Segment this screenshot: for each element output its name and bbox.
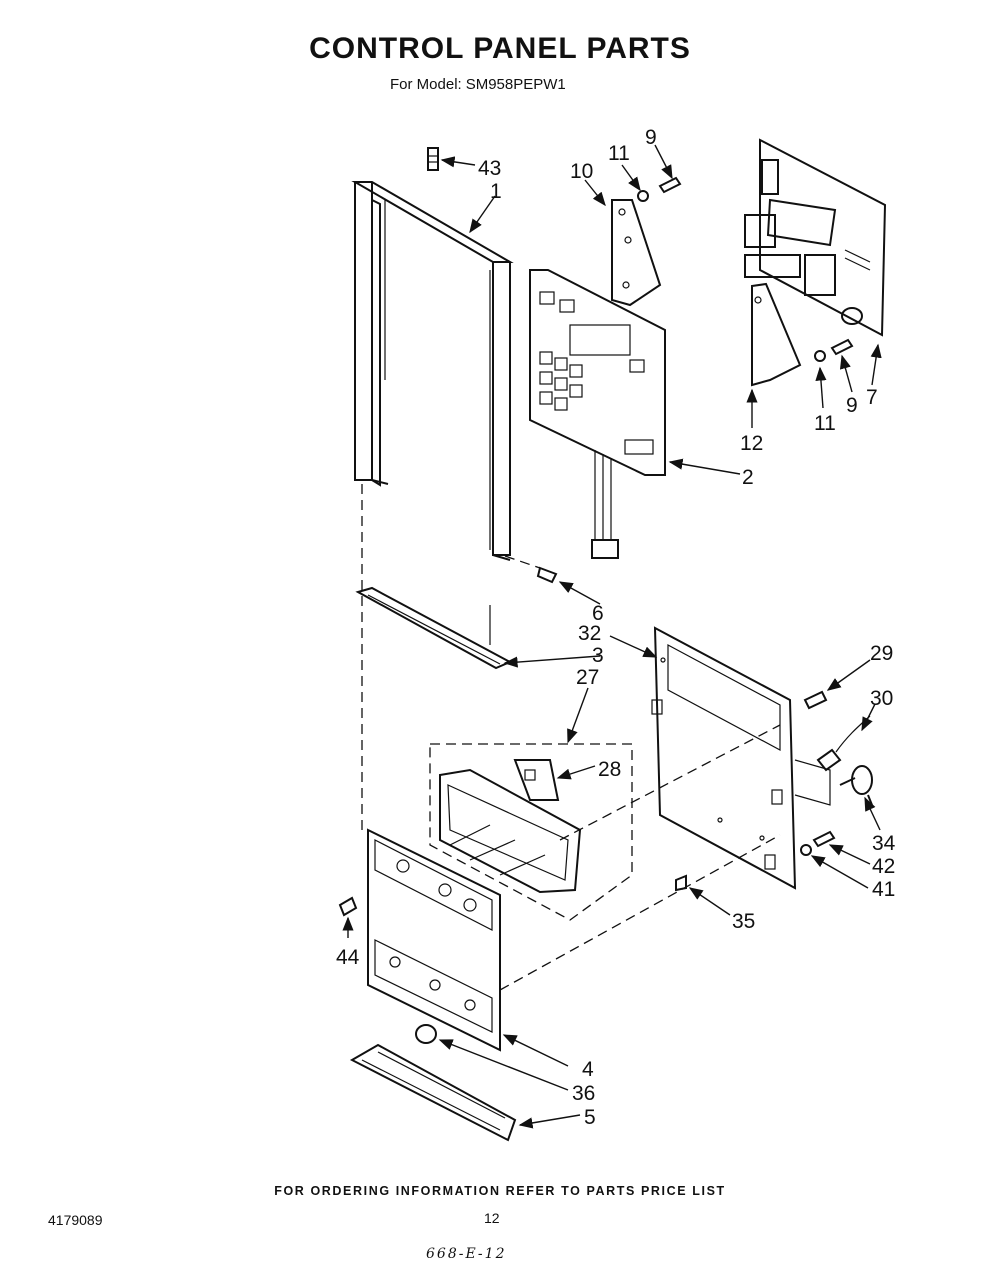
page-title: CONTROL PANEL PARTS	[309, 32, 691, 65]
callout-2: 2	[742, 466, 754, 489]
keypad-part-2	[529, 269, 666, 559]
model-prefix: For Model:	[390, 76, 462, 93]
knob-44	[338, 896, 358, 917]
frame-part-1	[351, 181, 514, 561]
control-board-7	[744, 138, 887, 337]
callout-30: 30	[870, 687, 893, 710]
callout-7: 7	[866, 386, 878, 409]
callout-44: 44	[336, 946, 360, 969]
callout-3: 3	[592, 644, 604, 667]
callout-42: 42	[872, 855, 895, 878]
callout-9-top: 9	[645, 126, 657, 149]
bracket-10	[611, 199, 662, 307]
callout-11-top: 11	[608, 142, 630, 165]
button-36	[415, 1024, 437, 1044]
callout-10: 10	[570, 160, 593, 183]
bottom-trim-5	[349, 1043, 517, 1142]
washer-41	[800, 844, 812, 856]
callout-35: 35	[732, 910, 755, 933]
callout-29: 29	[870, 642, 893, 665]
bracket-12	[751, 282, 802, 387]
screw-43	[427, 147, 439, 171]
callout-4: 4	[582, 1058, 594, 1081]
switch-34	[839, 765, 873, 806]
model-number: SM958PEPW1	[465, 76, 566, 93]
clip-35	[675, 874, 687, 892]
callout-32: 32	[578, 622, 601, 645]
callout-27: 27	[576, 666, 599, 689]
page-number: 12	[484, 1210, 500, 1226]
assembly-lines	[361, 484, 781, 991]
callout-34: 34	[872, 832, 896, 855]
callout-36: 36	[572, 1082, 595, 1105]
washer-11-right	[814, 350, 826, 362]
callout-5: 5	[584, 1106, 596, 1129]
screw-42	[812, 830, 836, 848]
callout-28: 28	[598, 758, 621, 781]
document-number: 4179089	[48, 1212, 103, 1228]
back-plate-32	[651, 626, 831, 890]
callout-11-right: 11	[814, 412, 836, 435]
leader-lines	[342, 144, 882, 1129]
front-panel-4	[367, 828, 501, 1052]
screw-9-top	[658, 176, 682, 194]
assembly-27	[429, 743, 633, 921]
spacer-29	[803, 690, 828, 710]
screw-6	[536, 566, 558, 584]
screw-9-right	[830, 338, 854, 356]
ordering-note: FOR ORDERING INFORMATION REFER TO PARTS …	[274, 1184, 726, 1198]
callout-1: 1	[490, 180, 502, 203]
model-line: For Model:SM958PEPW1	[390, 76, 570, 93]
callout-43: 43	[478, 157, 501, 180]
sensor-30	[816, 715, 871, 772]
callout-41: 41	[872, 878, 895, 901]
washer-11-top	[637, 190, 649, 202]
trim-strip-3	[355, 586, 513, 670]
switch-28	[513, 759, 560, 801]
callout-6: 6	[592, 602, 604, 625]
handwritten-note: 668-E-12	[426, 1246, 507, 1262]
callout-9-right: 9	[846, 394, 858, 417]
callout-12: 12	[740, 432, 763, 455]
